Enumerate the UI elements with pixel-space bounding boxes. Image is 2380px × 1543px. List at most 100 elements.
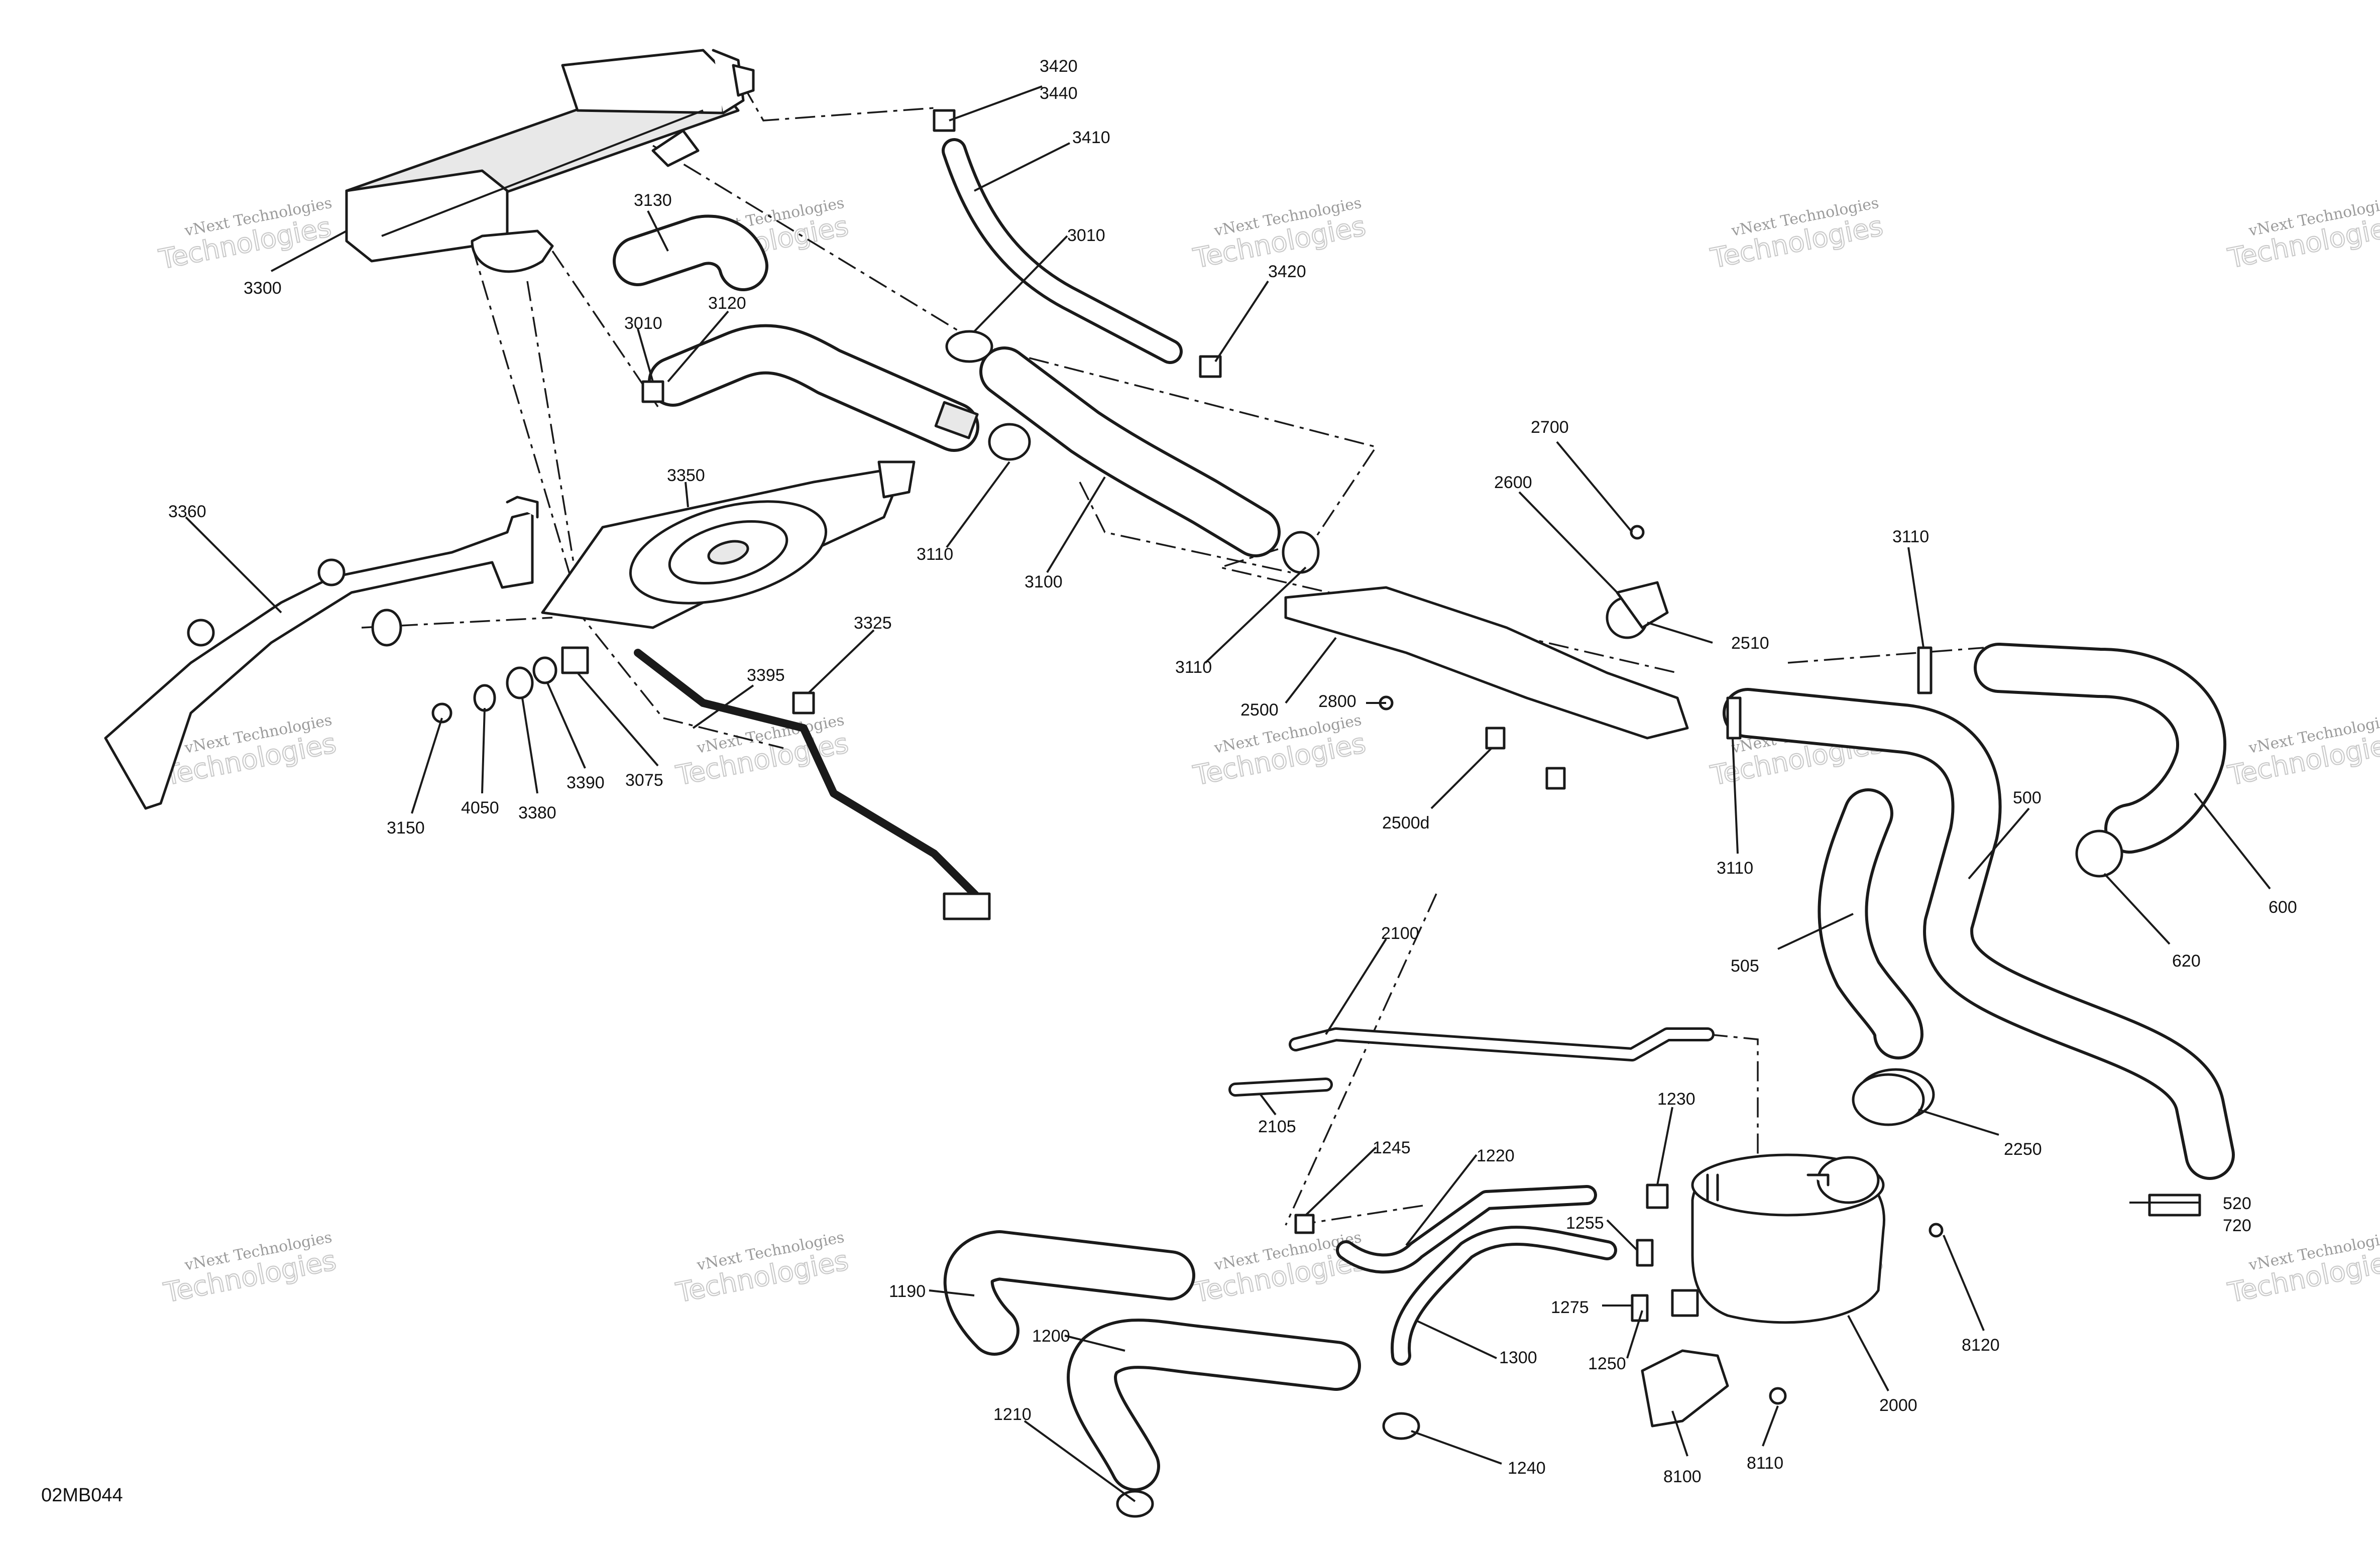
callout-label: 600 (2269, 898, 2297, 917)
fitting-2500d-b (1545, 767, 1566, 790)
callout-label: 1220 (1477, 1146, 1515, 1165)
callout-label: 2105 (1258, 1117, 1296, 1136)
clamp-3110-c (1917, 646, 1933, 694)
callout-label: 1275 (1551, 1298, 1589, 1317)
clamp-3010 (945, 330, 993, 363)
hoses (613, 138, 2235, 1491)
callout-label: 2500d (1382, 813, 1430, 833)
callout-label: 1190 (889, 1282, 926, 1301)
clip-1255 (1636, 1239, 1654, 1267)
radiator (345, 49, 755, 273)
callout-labels: 3420 3440 3410 3010 3420 3130 3300 3010 … (168, 57, 2297, 1486)
bolt-3150 (431, 702, 452, 724)
watermark: vNext Technologies Technologies (673, 1229, 852, 1310)
callout-label: 2600 (1494, 473, 1532, 492)
tube-2100 (1289, 1027, 1715, 1061)
bracket-8100 (1641, 1349, 1729, 1428)
callout-label: 1200 (1032, 1327, 1070, 1346)
callout-label: 3110 (1175, 658, 1212, 677)
watermark: vNext Technologies Technologies (161, 1229, 339, 1310)
callout-label: 3395 (747, 666, 785, 685)
callout-label: 505 (1731, 957, 1759, 976)
callout-label: 4050 (461, 798, 499, 817)
bolt-8120 (1929, 1223, 1944, 1238)
bolt-8110 (1769, 1387, 1787, 1405)
callout-label: 3300 (244, 279, 282, 298)
callout-label: 2000 (1879, 1396, 1917, 1415)
clamp-3110-b (1282, 531, 1320, 574)
hose-3130 (613, 214, 768, 291)
callout-label: 3410 (1072, 128, 1110, 147)
callout-label: 3420 (1040, 57, 1078, 76)
watermark: vNext Technologies Technologies (1190, 711, 1369, 792)
watermark: vNext Technologies Technologies (1708, 194, 1886, 275)
tube-1220 (1336, 1185, 1597, 1274)
wire-3395 (634, 649, 983, 903)
callout-label: 3010 (1067, 226, 1105, 245)
hose-600 (1974, 643, 2226, 854)
callout-label: 3110 (1717, 859, 1753, 878)
watermark: vNext Technologies Technologies (1190, 1229, 1369, 1310)
watermark: vNext Technologies Technologies (2225, 711, 2380, 792)
hose-1190 (943, 1230, 1195, 1356)
clamp-1210 (1116, 1490, 1154, 1518)
callout-label: 3120 (708, 294, 746, 313)
clamp-3110-d (1726, 696, 1742, 740)
washer-4050 (473, 684, 496, 712)
callout-label: 1230 (1657, 1090, 1695, 1109)
clip-1230 (1646, 1183, 1669, 1209)
callout-label: 3380 (518, 803, 556, 822)
cap-2250 (1852, 1073, 1925, 1126)
hose-3100 (979, 346, 1281, 557)
callout-label: 8120 (1962, 1336, 2000, 1355)
callout-label: 8100 (1663, 1467, 1702, 1486)
alignment-lines (361, 85, 1984, 1226)
tube-1300 (1391, 1226, 1617, 1366)
callout-label: 1245 (1373, 1138, 1411, 1157)
hose-500 (1723, 688, 2235, 1180)
clamp-3110 (988, 423, 1031, 461)
connector (943, 892, 991, 920)
callout-label: 3110 (917, 545, 953, 564)
watermarks: vNext Technologies Technologies vNext Te… (156, 194, 2380, 1310)
callout-label: 3010 (624, 314, 662, 333)
callout-label: 1250 (1588, 1354, 1626, 1373)
callout-label: 3390 (566, 773, 605, 792)
fitting-2500d (1485, 727, 1506, 750)
callout-label: 2700 (1531, 418, 1569, 437)
callout-label: 3350 (667, 466, 705, 485)
callout-label: 620 (2172, 952, 2201, 971)
callout-label: 3440 (1040, 84, 1078, 103)
clip-1245 (1294, 1214, 1315, 1234)
callout-label: 1255 (1566, 1214, 1604, 1233)
callout-label: 1210 (993, 1405, 1032, 1424)
callout-label: 2800 (1318, 692, 1356, 711)
callout-label: 500 (2013, 788, 2042, 807)
watermark: vNext Technologies Technologies (2225, 1229, 2380, 1310)
callout-label: 2500 (1240, 700, 1279, 720)
clamp-520 (2148, 1194, 2201, 1217)
watermark: vNext Technologies Technologies (2225, 194, 2380, 275)
callout-label: 520 (2223, 1194, 2251, 1213)
drawing-reference: 02MB044 (41, 1485, 123, 1506)
callout-label: 3130 (634, 191, 672, 210)
nut-3075 (561, 646, 589, 674)
callout-label: 2100 (1381, 924, 1419, 943)
hose-3120 (648, 324, 979, 452)
callout-label: 3150 (387, 818, 425, 838)
clamp-1240 (1382, 1412, 1420, 1440)
callout-label: 3100 (1025, 572, 1063, 591)
screw-2700 (1630, 525, 1645, 540)
callout-label: 3360 (168, 502, 206, 521)
watermark: vNext Technologies Technologies (156, 194, 334, 276)
callout-label: 3420 (1268, 262, 1306, 281)
hose-3410 (942, 138, 1183, 364)
callout-label: 1240 (1508, 1459, 1546, 1478)
fan-assembly (541, 460, 916, 629)
callout-label: 3325 (854, 614, 892, 633)
callout-label: 8110 (1747, 1454, 1783, 1473)
clamp-620 (2075, 829, 2123, 878)
expansion-tank (1691, 1068, 1935, 1324)
callout-label: 2510 (1731, 634, 1769, 653)
thermostat-housing (1284, 586, 1689, 740)
